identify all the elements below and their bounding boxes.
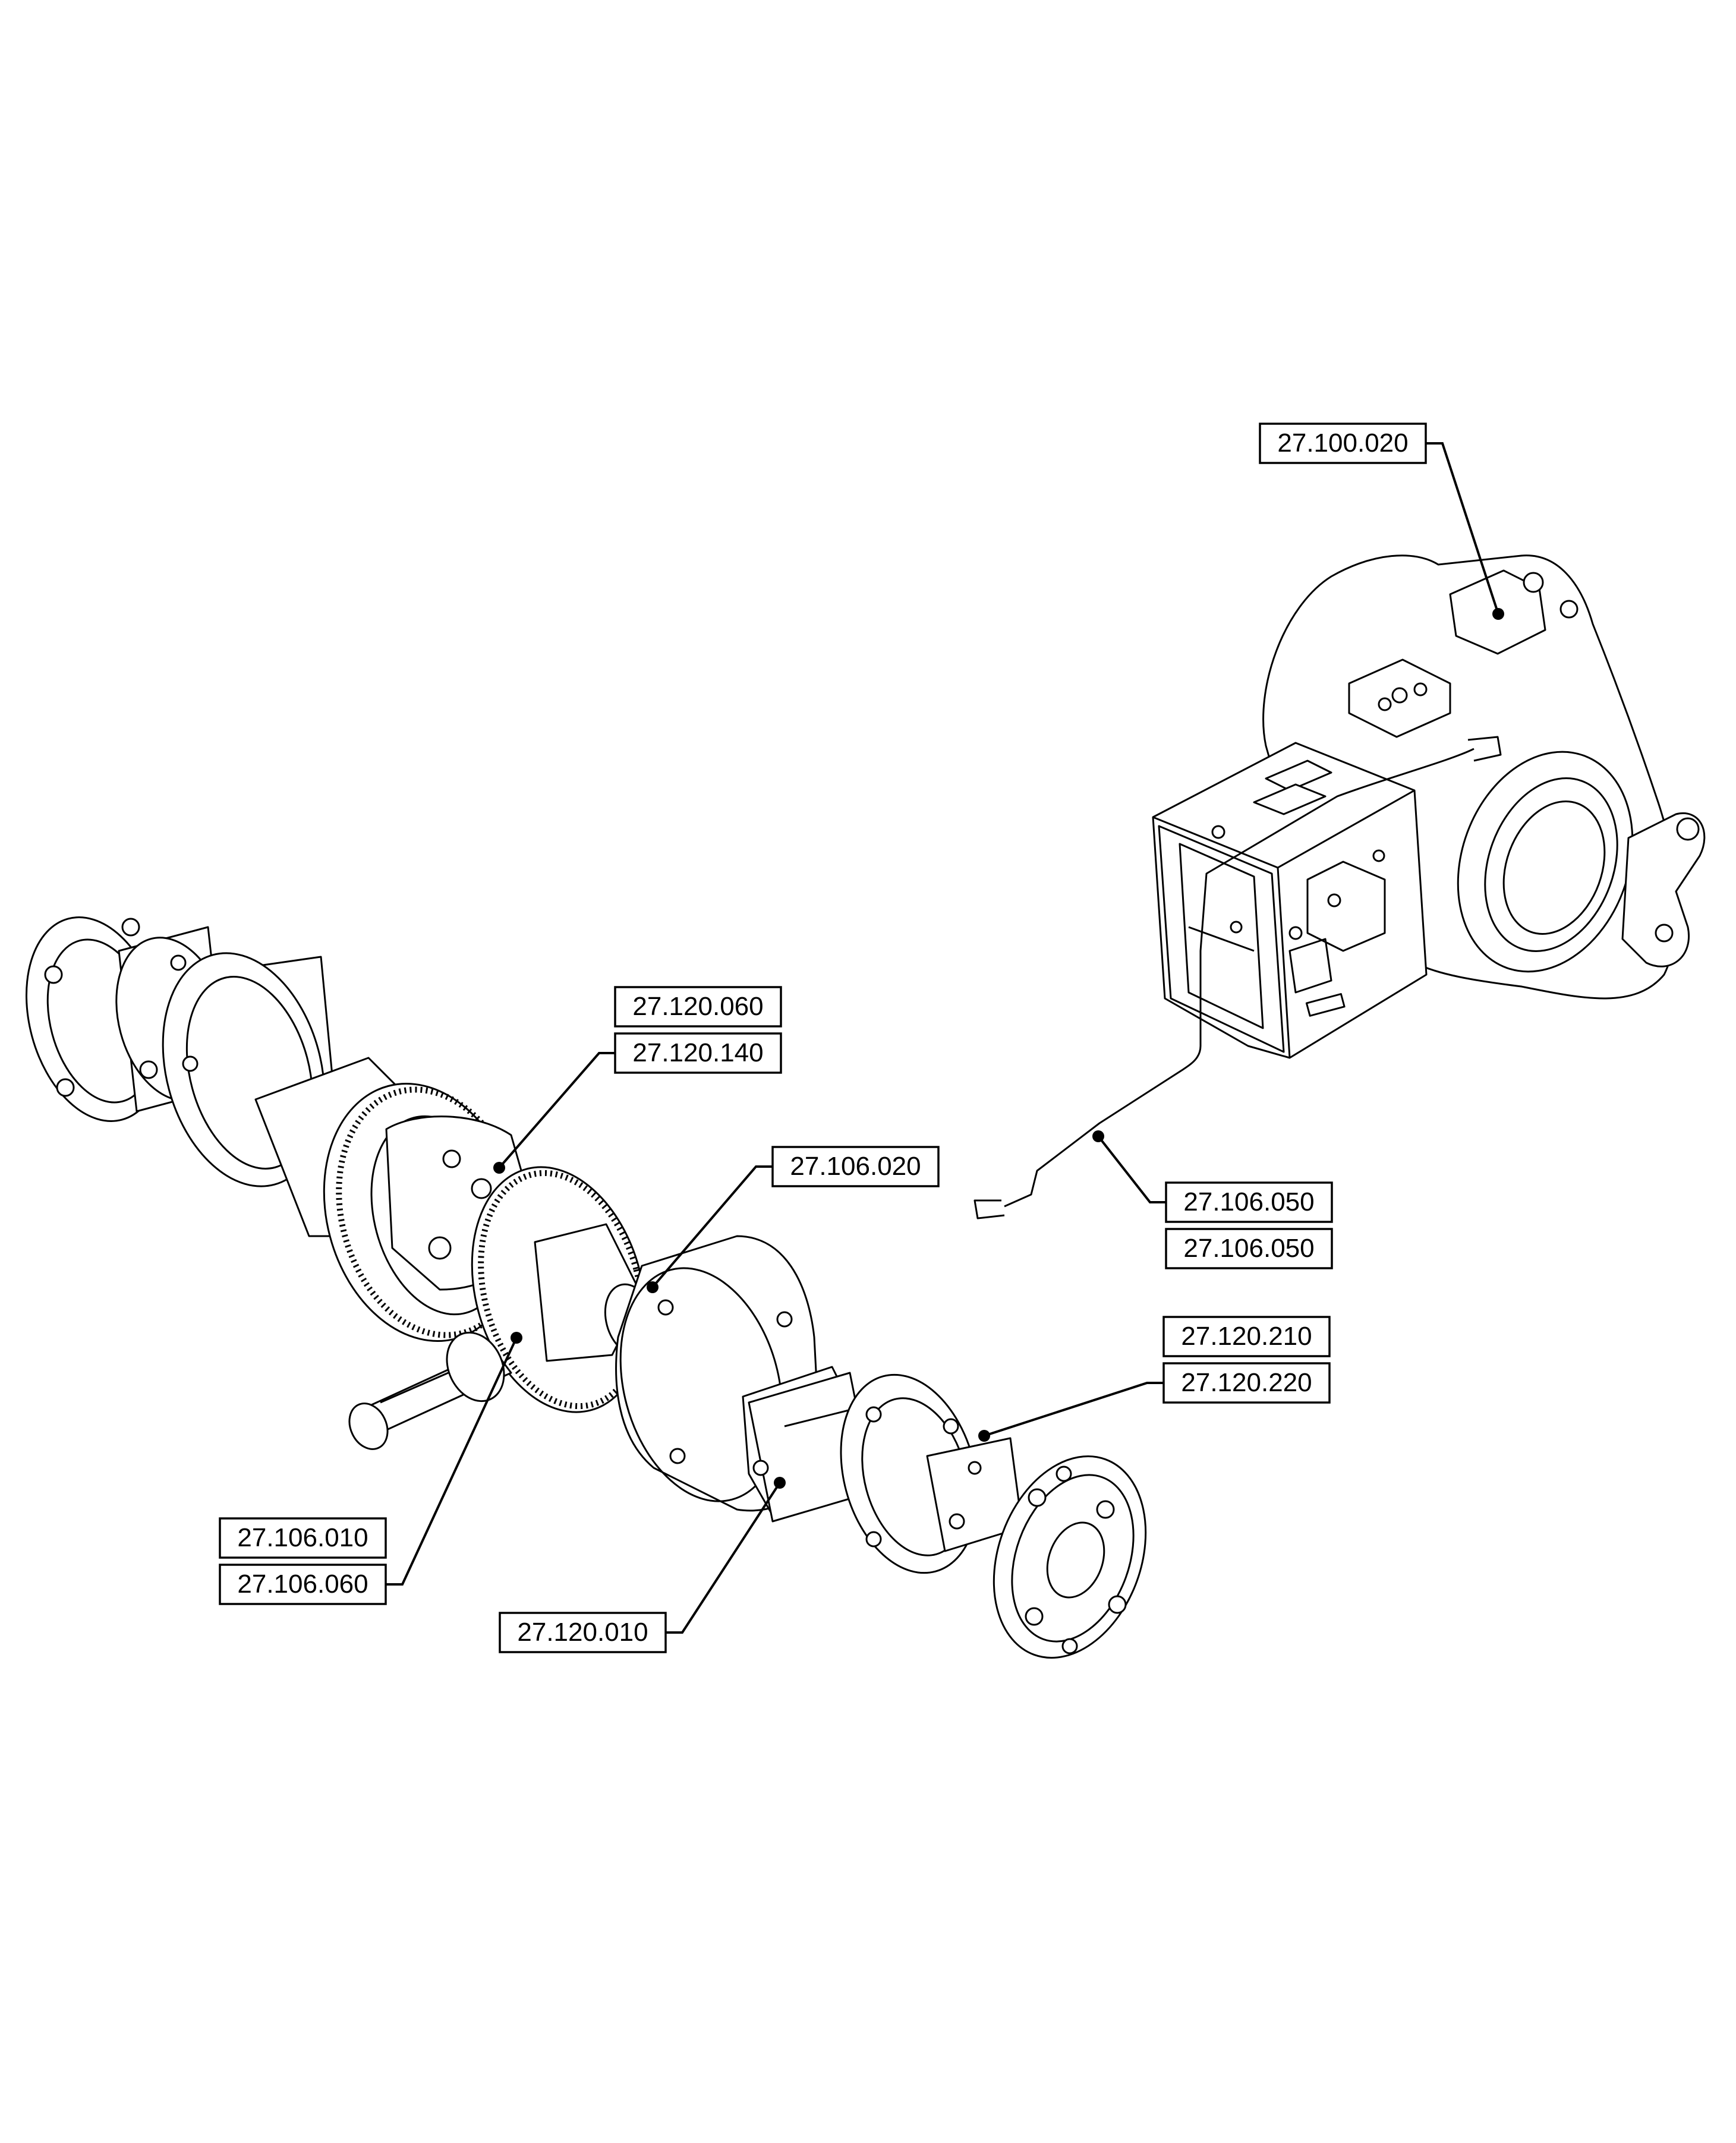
callout-27-120-210[interactable]: 27.120.210 xyxy=(1162,1316,1331,1357)
right-axle-assembly xyxy=(615,1235,1147,1659)
callout-27-106-060[interactable]: 27.106.060 xyxy=(219,1332,522,1605)
callout-label: 27.120.060 xyxy=(632,992,763,1021)
callout-27-120-220[interactable]: 27.120.220 xyxy=(978,1362,1331,1442)
transmission-housing xyxy=(973,554,1706,1219)
callout-27-106-010[interactable]: 27.106.010 xyxy=(219,1517,387,1559)
callout-label: 27.106.050 xyxy=(1183,1187,1314,1217)
callout-27-106-050[interactable]: 27.106.050 xyxy=(1092,1130,1333,1223)
callout-label: 27.106.060 xyxy=(237,1570,368,1599)
callout-label: 27.120.010 xyxy=(517,1618,648,1647)
callout-label: 27.120.220 xyxy=(1181,1368,1312,1397)
callout-label: 27.106.020 xyxy=(790,1152,921,1181)
callout-27-106-020[interactable]: 27.106.020 xyxy=(647,1146,940,1293)
callout-27-106-050-second[interactable]: 27.106.050 xyxy=(1165,1228,1333,1269)
callout-label: 27.106.050 xyxy=(1183,1234,1314,1263)
callout-27-120-140[interactable]: 27.120.140 xyxy=(493,1032,782,1174)
callout-label: 27.100.020 xyxy=(1277,428,1408,458)
callout-label: 27.120.140 xyxy=(632,1038,763,1067)
callout-27-120-010[interactable]: 27.120.010 xyxy=(499,1477,786,1653)
callout-label: 27.120.210 xyxy=(1181,1322,1312,1351)
callout-27-100-020[interactable]: 27.100.020 xyxy=(1259,423,1504,620)
callout-27-120-060[interactable]: 27.120.060 xyxy=(614,986,782,1028)
callout-label: 27.106.010 xyxy=(237,1523,368,1552)
left-axle-assembly xyxy=(25,916,536,1342)
